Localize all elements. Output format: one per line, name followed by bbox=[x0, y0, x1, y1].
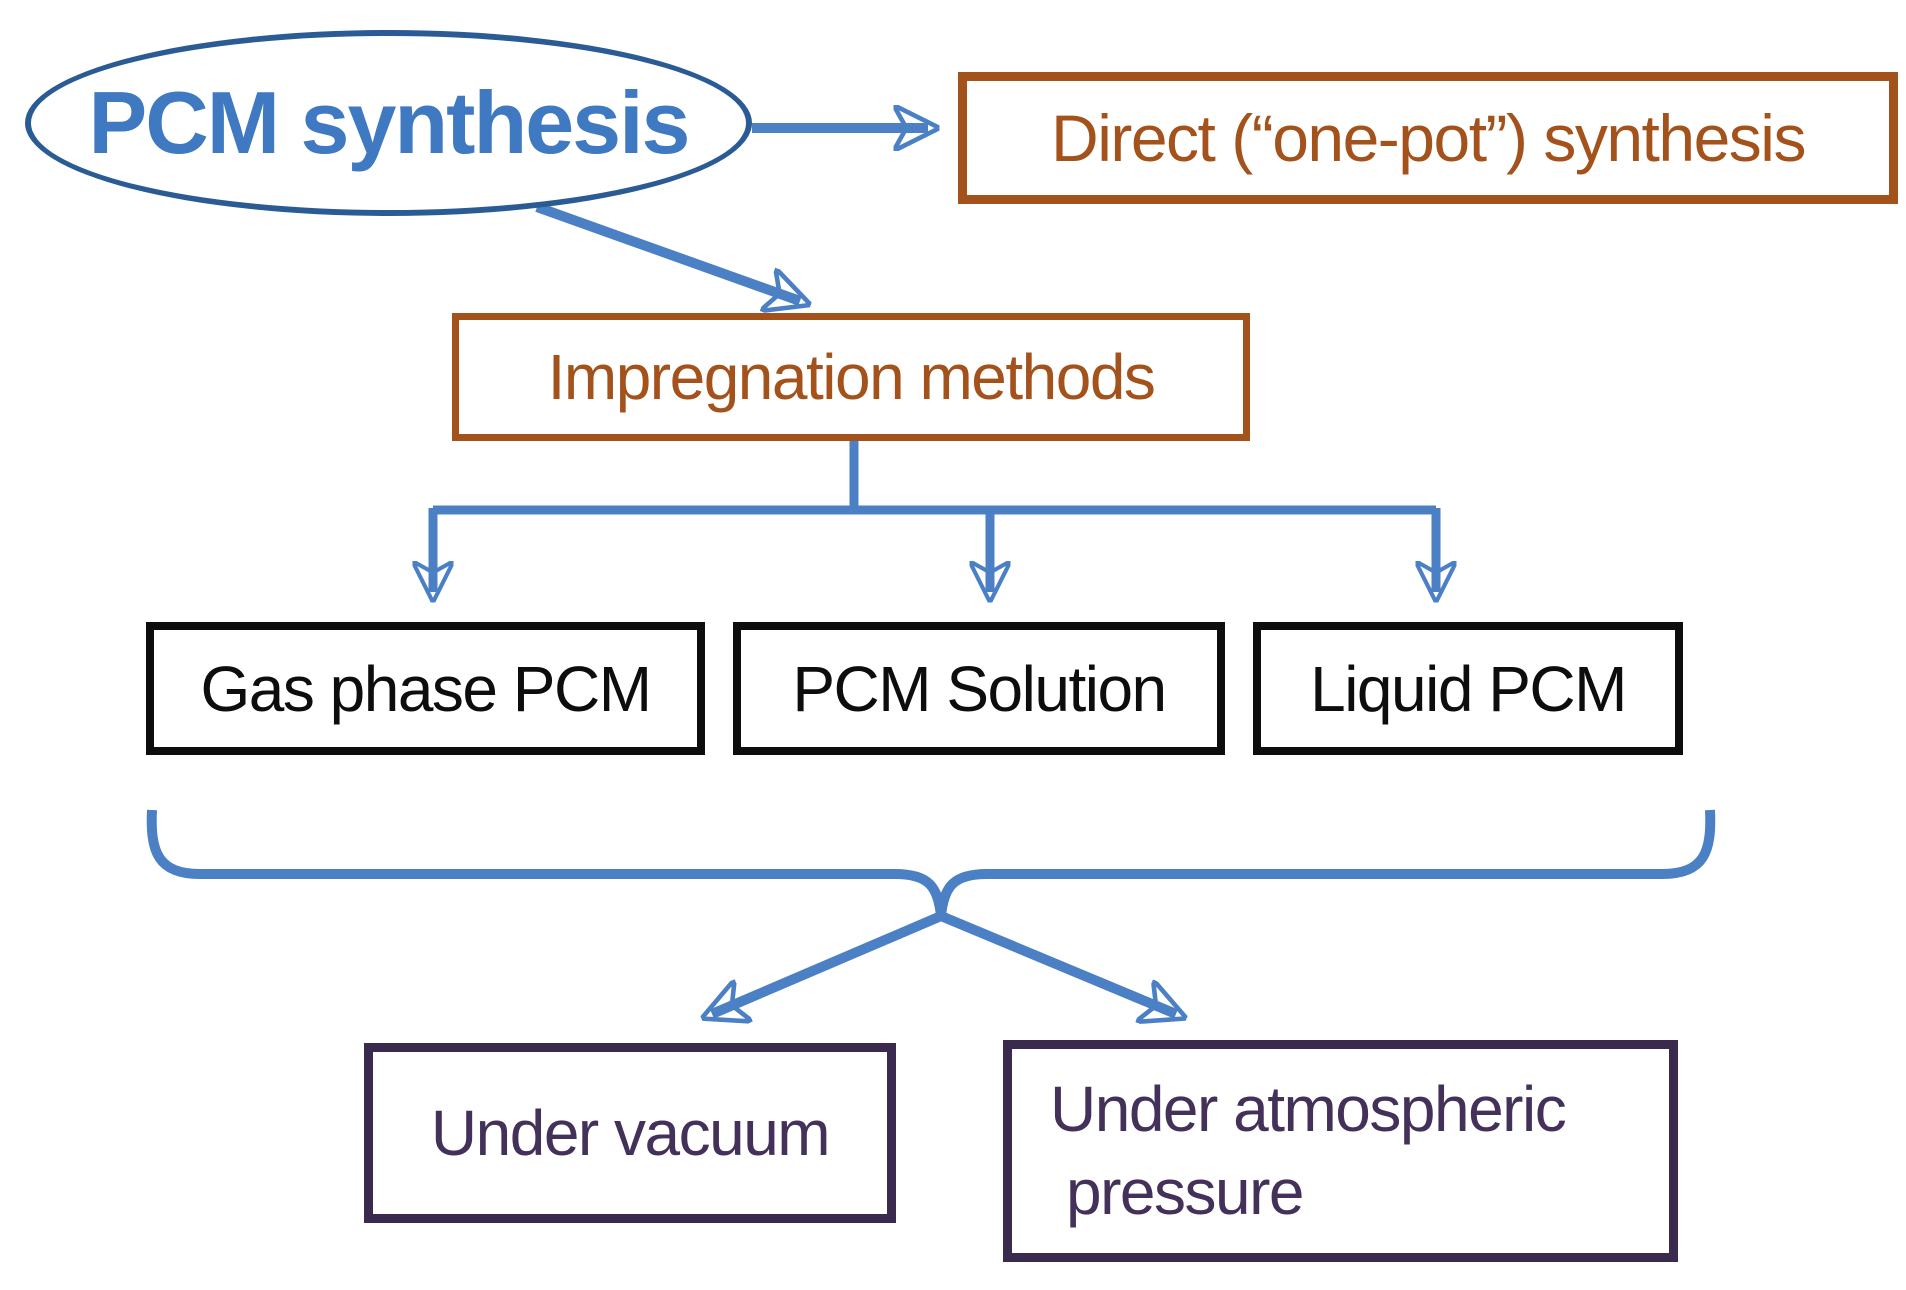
node-under-vacuum: Under vacuum bbox=[364, 1043, 896, 1223]
under-atmospheric-line1: Under atmospheric bbox=[1050, 1072, 1567, 1145]
group-brace bbox=[146, 809, 1716, 917]
node-liquid-pcm: Liquid PCM bbox=[1253, 622, 1683, 755]
direct-synthesis-label: Direct (“one-pot”) synthesis bbox=[1051, 101, 1806, 175]
edge-root-to-impregnation bbox=[535, 202, 800, 301]
pcm-solution-label: PCM Solution bbox=[792, 652, 1167, 725]
edge-to-under-atmospheric bbox=[939, 911, 1176, 1014]
node-gas-phase-pcm: Gas phase PCM bbox=[146, 622, 705, 755]
node-pcm-synthesis: PCM synthesis bbox=[25, 30, 752, 216]
node-under-atmospheric-pressure: Under atmospheric pressure bbox=[1003, 1040, 1678, 1262]
node-impregnation-methods: Impregnation methods bbox=[452, 313, 1250, 441]
impregnation-methods-label: Impregnation methods bbox=[547, 341, 1156, 413]
gas-phase-pcm-label: Gas phase PCM bbox=[200, 652, 652, 725]
node-direct-one-pot-synthesis: Direct (“one-pot”) synthesis bbox=[958, 72, 1898, 204]
liquid-pcm-label: Liquid PCM bbox=[1310, 652, 1627, 725]
edge-to-under-vacuum bbox=[712, 911, 943, 1014]
under-vacuum-label: Under vacuum bbox=[430, 1097, 831, 1169]
node-pcm-solution: PCM Solution bbox=[733, 622, 1225, 755]
pcm-synthesis-label: PCM synthesis bbox=[88, 73, 691, 172]
under-atmospheric-line2: pressure bbox=[1066, 1156, 1305, 1228]
under-atmospheric-label: Under atmospheric pressure bbox=[1050, 1068, 1567, 1234]
